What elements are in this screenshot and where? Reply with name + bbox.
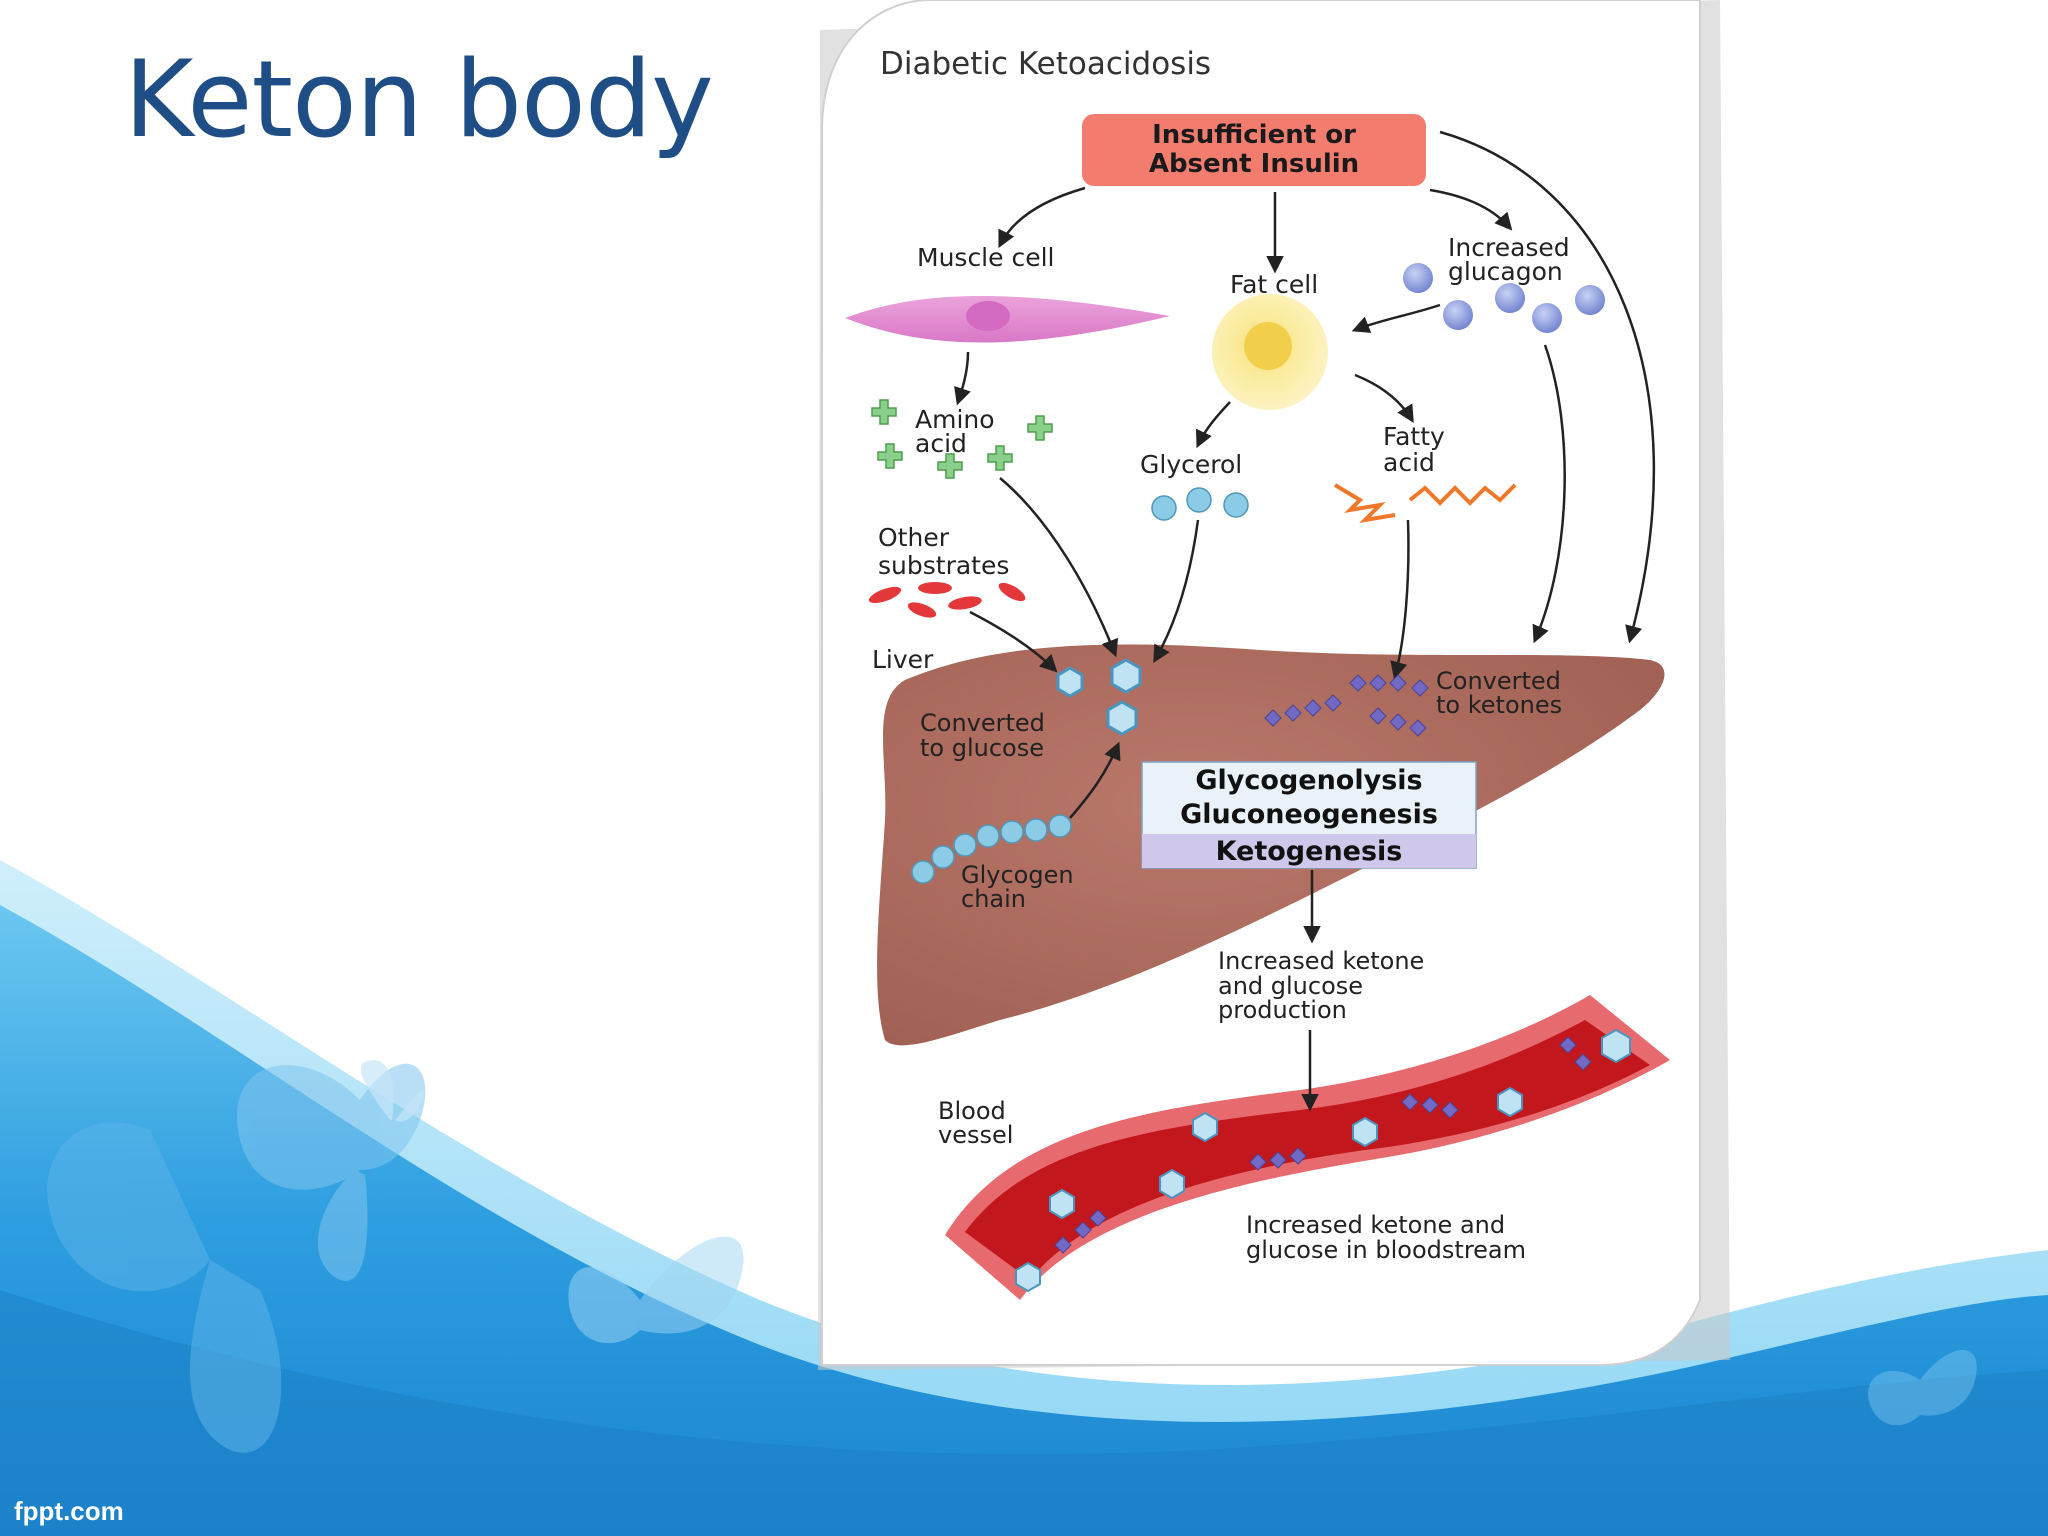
amino-acid-molecules (871, 399, 1053, 479)
fatty-acid-label-line1: Fatty (1383, 422, 1445, 451)
arrow-fat-to-fatty-acid (1354, 373, 1414, 424)
other-substrates-label-line1: Other (878, 523, 950, 552)
slide-title: Keton body (124, 38, 714, 161)
arrow-glucagon-to-fat (1351, 303, 1441, 333)
fat-cell-nucleus (1244, 322, 1292, 370)
diagram-heading: Diabetic Ketoacidosis (880, 46, 1211, 82)
blood-vessel-label-line2: vessel (938, 1121, 1013, 1149)
glycerol-molecules (1151, 487, 1249, 521)
glucagon-label-line1: Increased (1448, 233, 1570, 262)
arrow-glucagon-to-liver (1532, 344, 1566, 644)
glucagon-label-line2: glucagon (1448, 257, 1563, 286)
production-line1: Increased ketone (1218, 947, 1424, 975)
amino-label-line1: Amino (915, 405, 995, 434)
liver-label: Liver (872, 645, 934, 674)
butterfly-icon (47, 1122, 282, 1453)
arrow-insulin-to-liver (1439, 130, 1656, 644)
arrow-muscle-to-amino (954, 351, 971, 406)
insulin-label-line2: Absent Insulin (1149, 149, 1359, 179)
butterfly-icon (568, 1236, 744, 1344)
butterfly-icon (1868, 1350, 1977, 1426)
wave-band (0, 1290, 2048, 1536)
bloodstream-label-line1: Increased ketone and (1246, 1211, 1505, 1239)
converted-to-glucose-line2: to glucose (920, 734, 1044, 762)
ketone-molecules-vessel (1054, 1036, 1592, 1254)
arrow-to-muscle (998, 186, 1086, 249)
glucose-molecules-vessel (1015, 1028, 1631, 1293)
glycogen-chain-line1: Glycogen (961, 861, 1074, 889)
insulin-box (1082, 114, 1426, 186)
other-substrates-label-line2: substrates (878, 551, 1009, 580)
wave-main (0, 905, 2048, 1536)
arrow-glycerol-to-liver (1153, 519, 1200, 664)
production-line2: and glucose (1218, 972, 1363, 1000)
bloodstream-label-line2: glucose in bloodstream (1246, 1236, 1526, 1264)
footer-brand: fppt.com (14, 1496, 124, 1526)
blood-vessel-label-line1: Blood (938, 1097, 1006, 1125)
fatty-acid-molecules (1333, 483, 1517, 523)
arrow-fat-to-glycerol (1195, 401, 1231, 449)
converted-to-ketones-line2: to ketones (1436, 691, 1562, 719)
glucose-molecules-liver (1056, 658, 1142, 736)
ketogenesis-band (1142, 834, 1476, 868)
process-glycogenolysis: Glycogenolysis (1195, 765, 1422, 796)
glucagon-molecules (1403, 263, 1605, 333)
butterfly-icon (360, 1060, 424, 1122)
muscle-cell-label: Muscle cell (917, 243, 1054, 272)
arrow-amino-to-liver (999, 477, 1119, 658)
insulin-label-line1: Insufficient or (1152, 120, 1356, 150)
other-substrates-molecules (868, 582, 1026, 618)
arrow-fatty-acid-to-liver (1390, 519, 1410, 680)
arrow-substrates-to-liver (969, 610, 1058, 673)
converted-to-glucose-line1: Converted (920, 709, 1045, 737)
glycogen-chain (911, 814, 1072, 884)
process-gluconeogenesis: Gluconeogenesis (1180, 799, 1438, 830)
blood-vessel-inner (965, 1020, 1650, 1280)
fatty-acid-label-line2: acid (1383, 448, 1435, 477)
process-ketogenesis: Ketogenesis (1216, 836, 1403, 867)
ketone-molecules-liver (1264, 674, 1429, 737)
glycerol-label: Glycerol (1140, 450, 1242, 479)
amino-label-line2: acid (915, 429, 967, 458)
arrow-to-glucagon (1429, 188, 1513, 231)
arrow-glycogen-to-glucose (1069, 741, 1121, 819)
converted-to-ketones-line1: Converted (1436, 667, 1561, 695)
glycogen-chain-line2: chain (961, 885, 1026, 913)
production-line3: production (1218, 996, 1347, 1024)
muscle-nucleus (966, 301, 1010, 331)
